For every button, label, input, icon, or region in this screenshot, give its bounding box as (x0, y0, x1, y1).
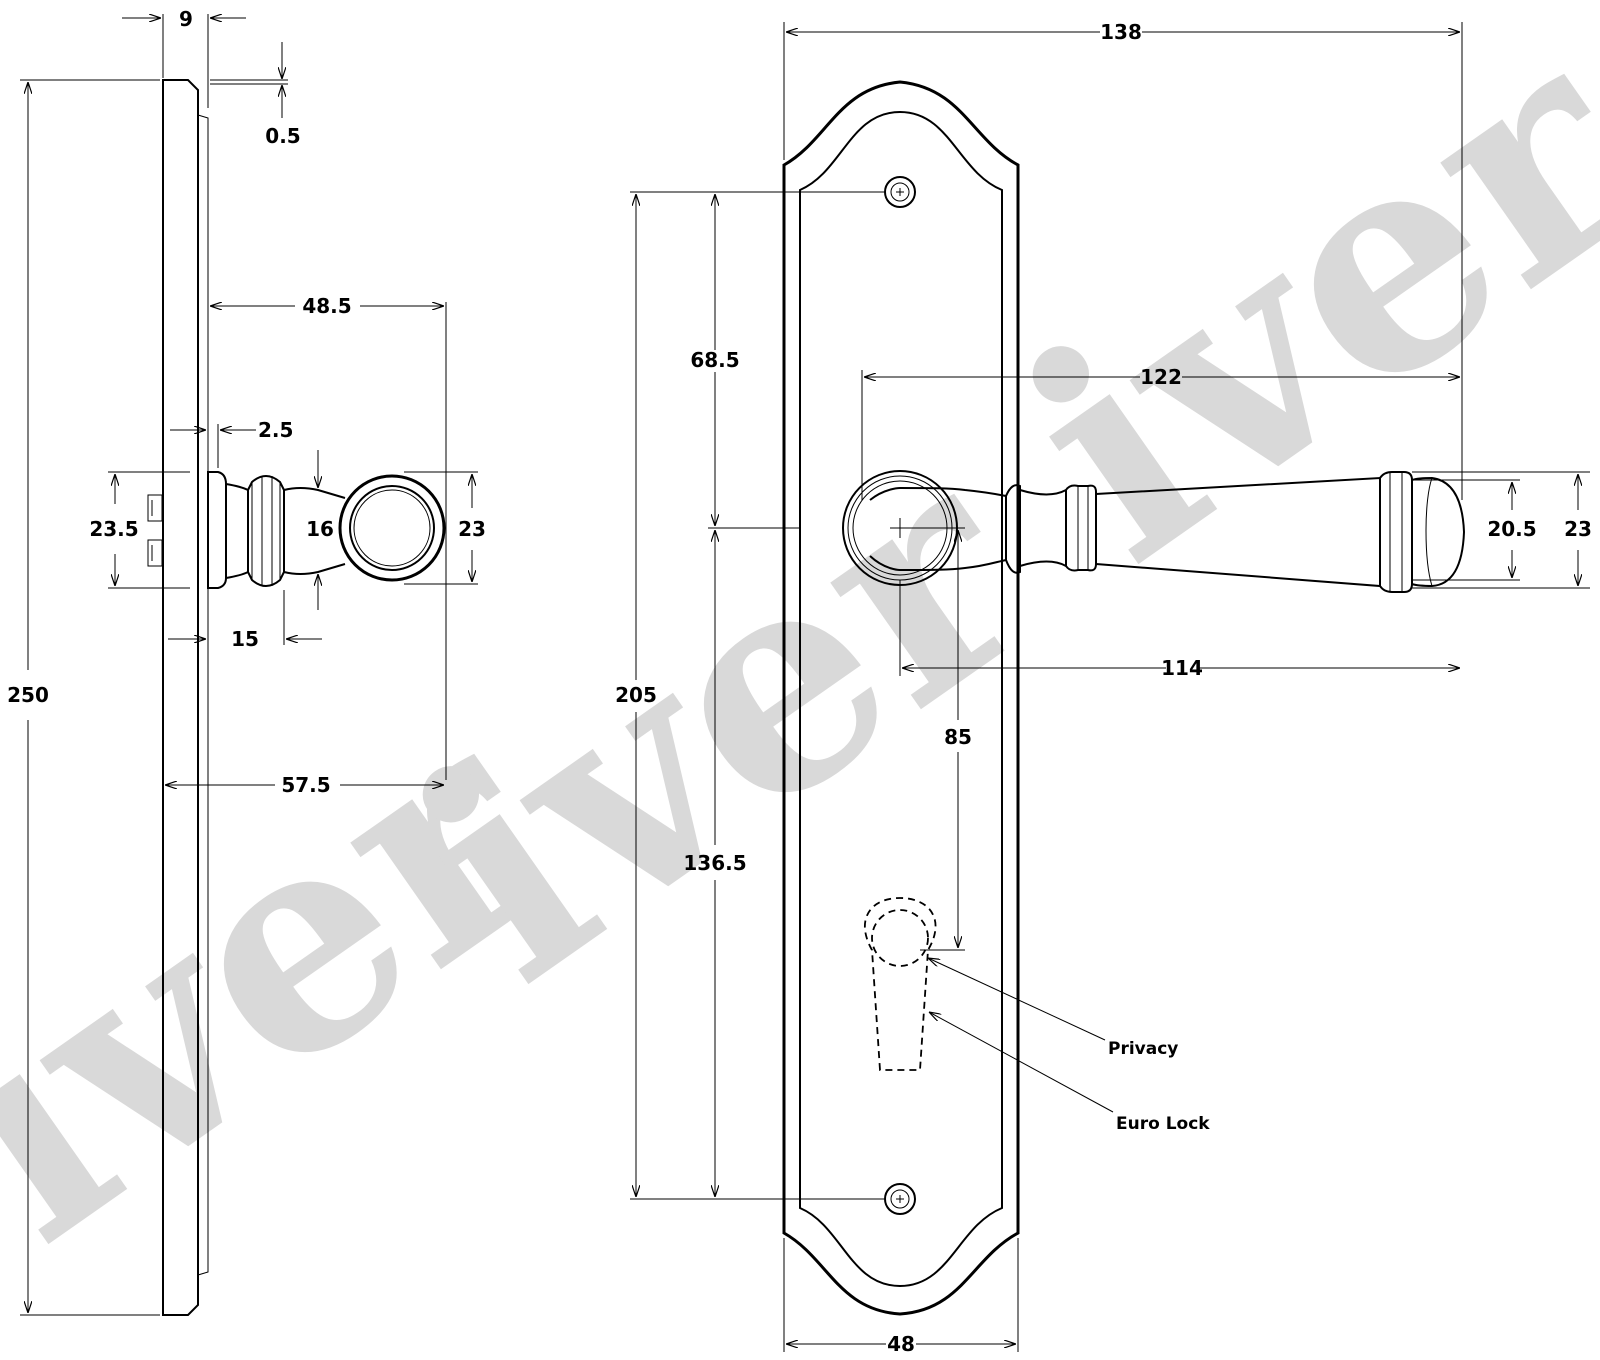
spindle-tab-bottom (147, 539, 163, 567)
front-plate-outer (782, 80, 1020, 1316)
dim-front-lever-grip: 23 (1412, 471, 1592, 589)
side-plate (162, 79, 199, 1316)
svg-text:85: 85 (944, 725, 972, 749)
svg-text:138: 138 (1100, 20, 1142, 44)
svg-text:114: 114 (1161, 656, 1203, 680)
front-view: Privacy Euro Lock 138 122 68.5 (615, 20, 1592, 1356)
svg-text:250: 250 (7, 683, 49, 707)
svg-text:0.5: 0.5 (265, 124, 300, 148)
svg-text:15: 15 (231, 627, 259, 651)
svg-text:48: 48 (887, 1332, 915, 1356)
dim-side-neck: 16 (306, 450, 334, 610)
dim-front-base-width: 48 (783, 1238, 1019, 1356)
callout-euro-lock: Euro Lock (1116, 1114, 1210, 1134)
callout-leader-privacy (928, 958, 1106, 1041)
svg-text:23: 23 (458, 517, 486, 541)
side-view: 9 0.5 48.5 2.5 23. (7, 7, 486, 1316)
dim-side-lever-proj: 48.5 (210, 294, 447, 780)
svg-text:20.5: 20.5 (1487, 517, 1536, 541)
dim-side-grip: 23 (404, 471, 486, 585)
svg-text:136.5: 136.5 (683, 851, 746, 875)
side-rose (207, 471, 227, 589)
dim-front-to-bottom-fix: 136.5 (683, 530, 747, 1197)
dim-side-rose-gap: 2.5 (170, 418, 293, 468)
side-lever-end (338, 474, 446, 582)
dim-front-lever-tip: 20.5 (1412, 479, 1537, 581)
dim-front-lever-length: 122 (861, 365, 1463, 500)
dim-side-depth: 9 (122, 7, 246, 108)
svg-text:23.5: 23.5 (89, 517, 138, 541)
svg-text:23: 23 (1564, 517, 1592, 541)
svg-text:68.5: 68.5 (690, 348, 739, 372)
dim-side-offset: 0.5 (210, 42, 301, 148)
svg-text:205: 205 (615, 683, 657, 707)
fixing-screw-top (884, 176, 916, 208)
dim-side-rose-height: 23.5 (89, 471, 190, 589)
front-plate-inner (799, 110, 1003, 1288)
spindle-tab-top (147, 494, 163, 522)
svg-text:57.5: 57.5 (281, 773, 330, 797)
svg-text:122: 122 (1140, 365, 1182, 389)
dim-side-total-proj: 57.5 (165, 773, 444, 797)
fixing-screw-bottom (884, 1183, 916, 1215)
dim-front-lever-reach: 114 (899, 580, 1460, 680)
side-plate-edge (197, 114, 209, 1276)
dim-front-centres: 85 (944, 530, 972, 948)
dim-side-plate-height: 250 (7, 79, 160, 1316)
dim-front-to-spindle: 68.5 (630, 191, 884, 529)
callout-leader-euro (929, 1012, 1114, 1113)
euro-lock-outline (863, 897, 965, 1071)
svg-text:2.5: 2.5 (258, 418, 293, 442)
svg-text:48.5: 48.5 (302, 294, 351, 318)
side-lever-neck (225, 475, 346, 587)
svg-text:16: 16 (306, 517, 334, 541)
svg-text:9: 9 (179, 7, 193, 31)
callout-privacy: Privacy (1108, 1039, 1178, 1059)
dim-side-collar: 15 (168, 590, 322, 651)
dim-front-fix-centres: 205 (615, 194, 884, 1200)
